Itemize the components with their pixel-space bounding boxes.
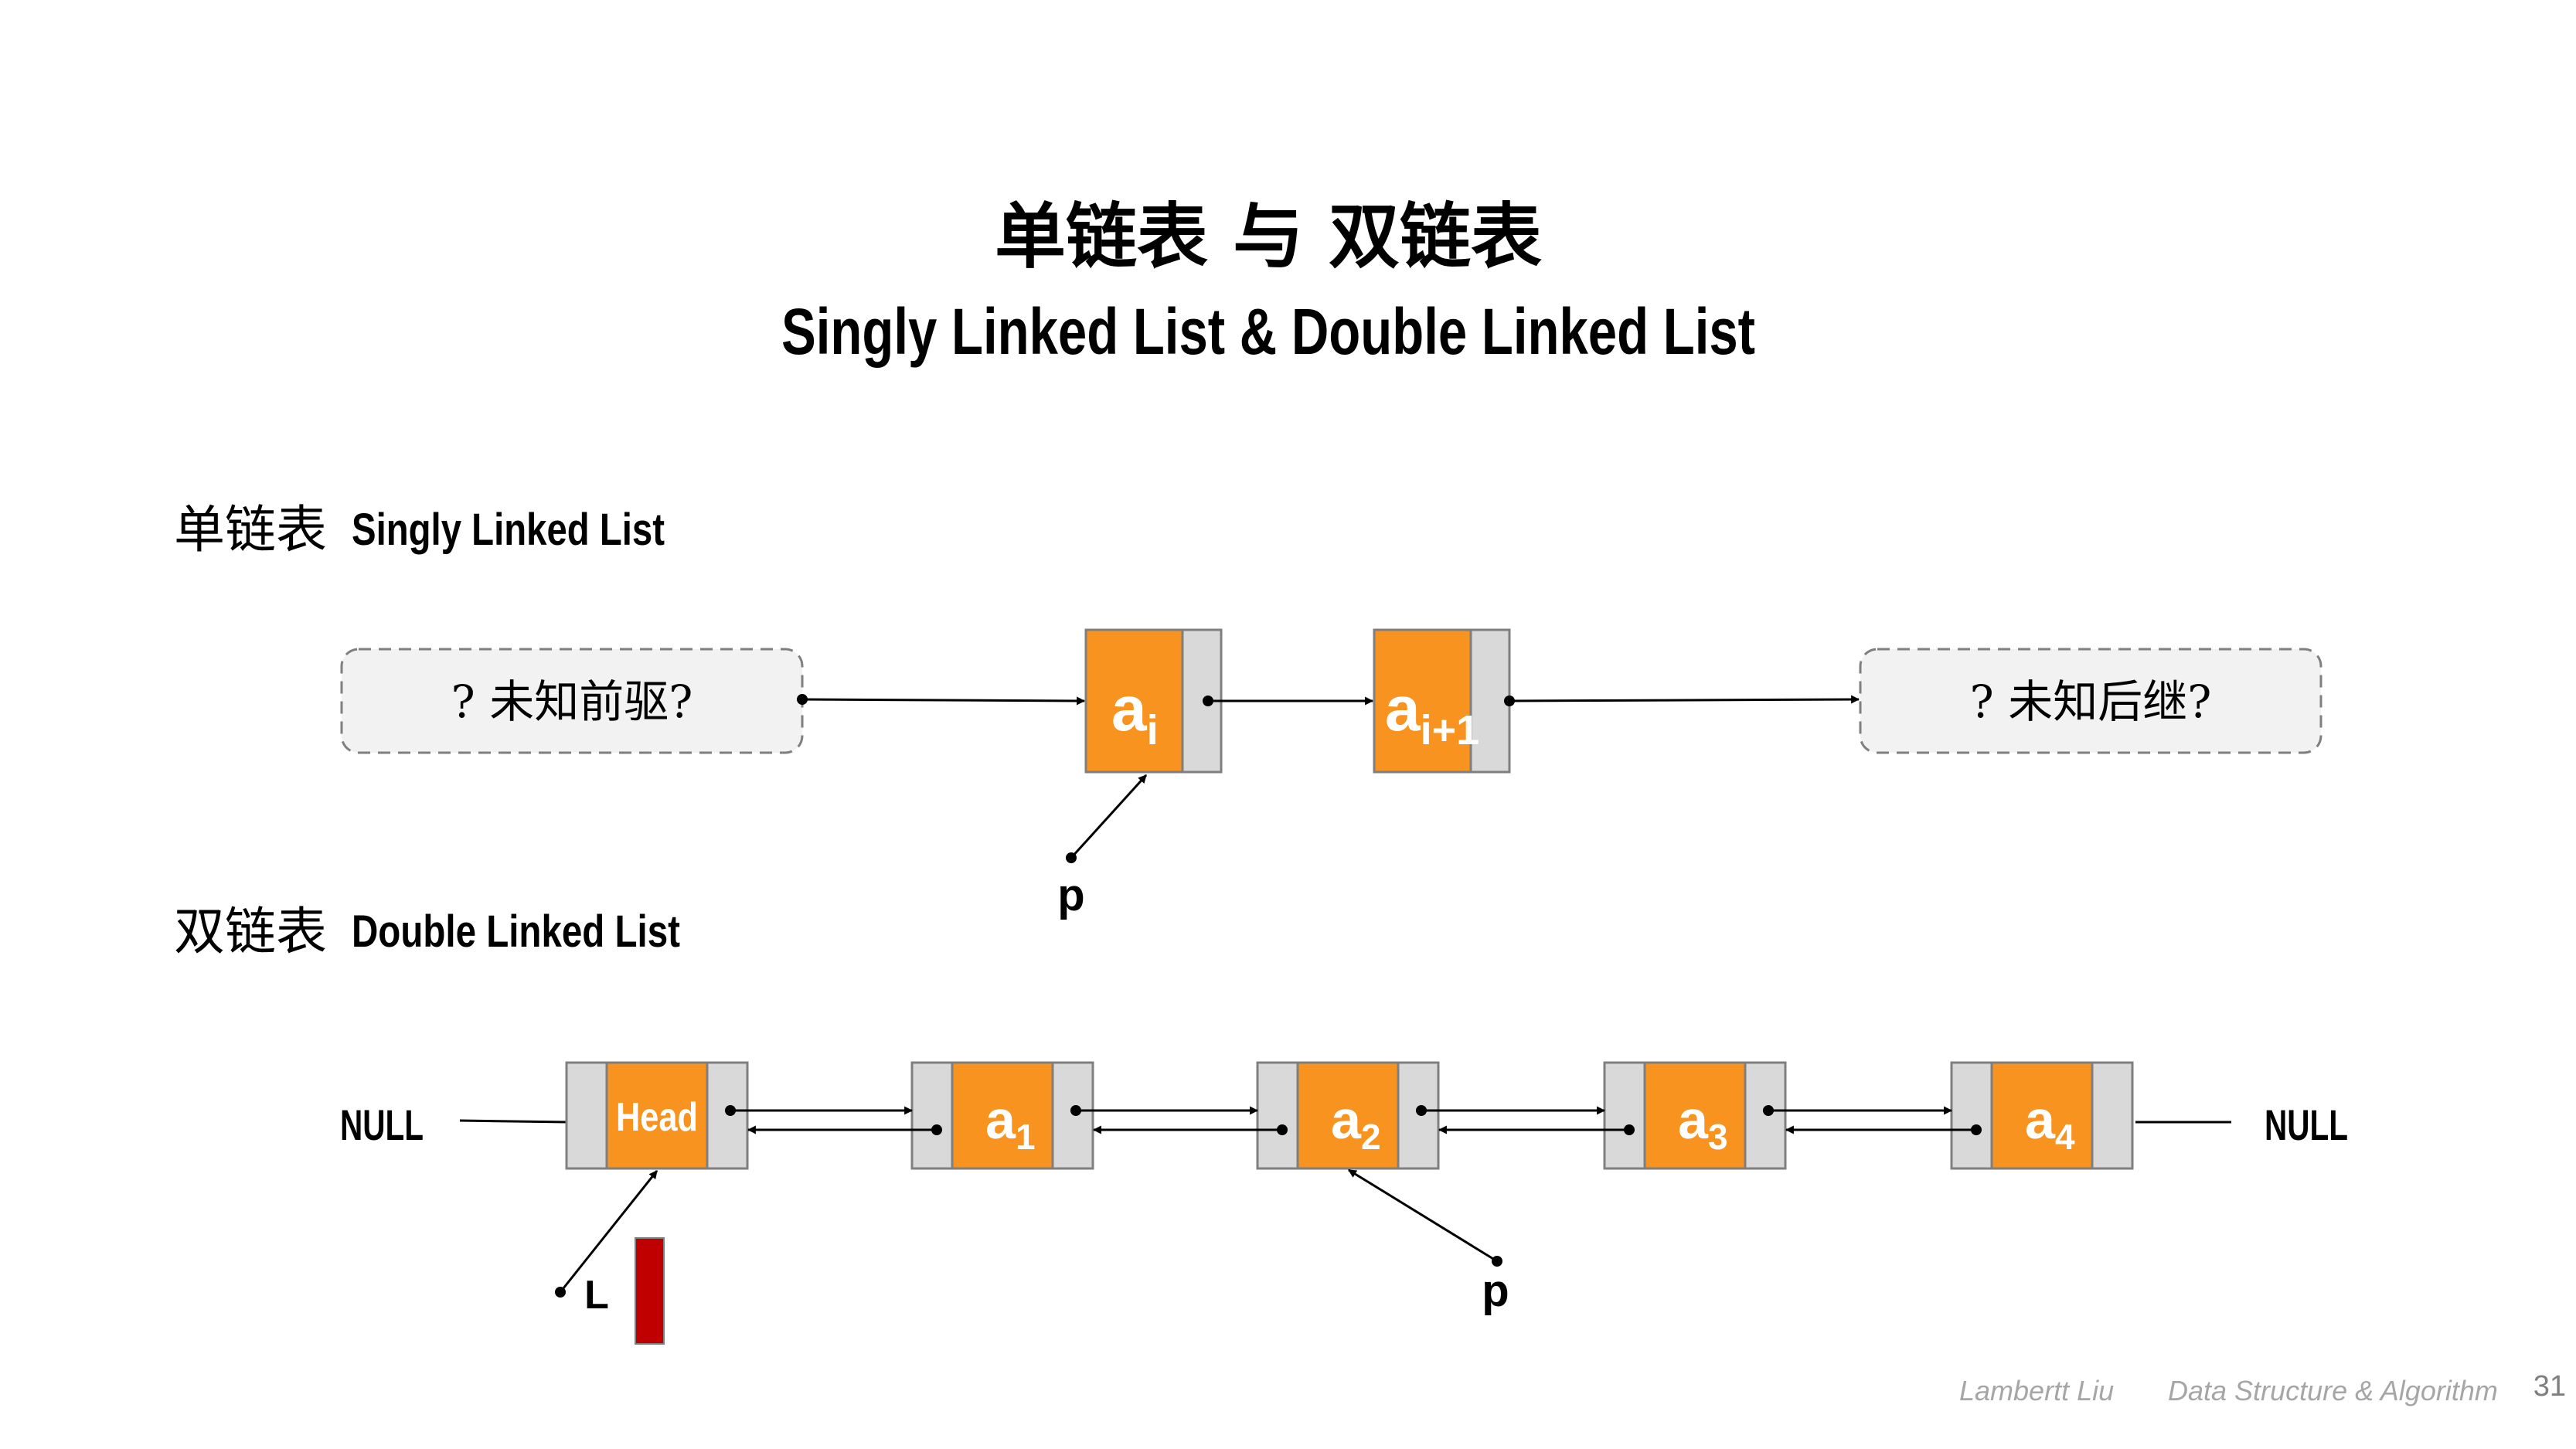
singly-heading-zh: 单链表 bbox=[174, 500, 327, 560]
node-label-base: a bbox=[1385, 674, 1421, 744]
node-prev-field bbox=[1603, 1061, 1646, 1170]
node-data-field bbox=[1084, 628, 1184, 774]
node-data-field bbox=[1643, 1061, 1747, 1170]
node-next-field bbox=[2091, 1061, 2134, 1170]
head-pointer-label: L bbox=[584, 1273, 609, 1318]
node-label: a1 bbox=[985, 1090, 1036, 1157]
node-label: ai+1 bbox=[1385, 674, 1479, 753]
node-label-sub: i+1 bbox=[1421, 707, 1480, 753]
doubly-node-a2: a2 bbox=[1256, 1061, 1440, 1170]
node-pointer-field bbox=[1469, 628, 1511, 774]
node-label-base: a bbox=[1331, 1090, 1362, 1150]
doubly-node-a4: a4 bbox=[1950, 1061, 2134, 1170]
node-next-field bbox=[1744, 1061, 1787, 1170]
unknown-next-box bbox=[1859, 648, 2322, 754]
node-label-base: a bbox=[1678, 1090, 1709, 1150]
head-pointer-arrow bbox=[559, 1170, 658, 1293]
prev-to-ai-arrow bbox=[801, 696, 1086, 706]
node-data-field bbox=[951, 1061, 1054, 1170]
node-label: a2 bbox=[1331, 1090, 1381, 1157]
unknown-prev-label: ? 未知前驱? bbox=[451, 675, 693, 728]
footer-course: Data Structure & Algorithm bbox=[2168, 1375, 2498, 1406]
footer-author: Lambertt Liu bbox=[1959, 1375, 2114, 1406]
doubly-node-a1: a1 bbox=[910, 1061, 1094, 1170]
doubly-head-node: Head bbox=[565, 1061, 749, 1170]
singly-diagram: ? 未知前驱? ? 未知后继? ai ai+1 p bbox=[340, 628, 2322, 920]
node-label-sub: 1 bbox=[1016, 1117, 1036, 1157]
node-label-base: a bbox=[1111, 674, 1148, 744]
node-next-field bbox=[1397, 1061, 1440, 1170]
singly-heading-en: Singly Linked List bbox=[352, 505, 665, 555]
head-pointer-marker bbox=[635, 1237, 665, 1345]
title-zh: 单链表 与 双链表 bbox=[995, 195, 1542, 278]
singly-node-ai: ai bbox=[1084, 628, 1223, 774]
node-label-sub: i bbox=[1147, 707, 1159, 753]
null-left-label: NULL bbox=[340, 1100, 424, 1149]
node-label-sub: 2 bbox=[1361, 1117, 1381, 1157]
node-data-field bbox=[1296, 1061, 1400, 1170]
node-label-sub: 4 bbox=[2055, 1117, 2075, 1157]
unknown-next-label: ? 未知后继? bbox=[1970, 675, 2212, 728]
node-next-field bbox=[1051, 1061, 1094, 1170]
page-number: 31 bbox=[2533, 1370, 2566, 1403]
node-prev-field bbox=[1256, 1061, 1299, 1170]
pointer-p-arrow bbox=[1348, 1168, 1498, 1263]
doubly-heading-en: Double Linked List bbox=[352, 906, 680, 957]
singly-node-ai1: ai+1 bbox=[1373, 628, 1511, 774]
node-data-field bbox=[1990, 1061, 2094, 1170]
pointer-p-label: p bbox=[1482, 1266, 1509, 1316]
doubly-diagram: NULL NULL Head a1 a2 bbox=[340, 1061, 2348, 1345]
node-label: a3 bbox=[1678, 1090, 1728, 1157]
node-prev-field bbox=[1950, 1061, 1993, 1170]
doubly-heading-zh: 双链表 bbox=[174, 902, 327, 961]
node-prev-field bbox=[910, 1061, 954, 1170]
node-label-sub: 3 bbox=[1708, 1117, 1728, 1157]
node-label-base: a bbox=[2025, 1090, 2056, 1150]
doubly-node-a3: a3 bbox=[1603, 1061, 1787, 1170]
null-right-label: NULL bbox=[2265, 1100, 2348, 1149]
node-label: ai bbox=[1111, 674, 1159, 753]
pointer-p-arrow bbox=[1070, 774, 1148, 859]
head-label: Head bbox=[616, 1095, 698, 1140]
node-label-base: a bbox=[985, 1090, 1016, 1150]
node-label: a4 bbox=[2025, 1090, 2075, 1157]
pointer-p-label: p bbox=[1057, 870, 1084, 920]
null-left-line bbox=[459, 1119, 569, 1124]
title-en: Singly Linked List & Double Linked List bbox=[781, 295, 1755, 368]
node-prev-field bbox=[565, 1061, 608, 1170]
ai1-to-next-arrow bbox=[1509, 695, 1860, 704]
node-next-field bbox=[706, 1061, 749, 1170]
